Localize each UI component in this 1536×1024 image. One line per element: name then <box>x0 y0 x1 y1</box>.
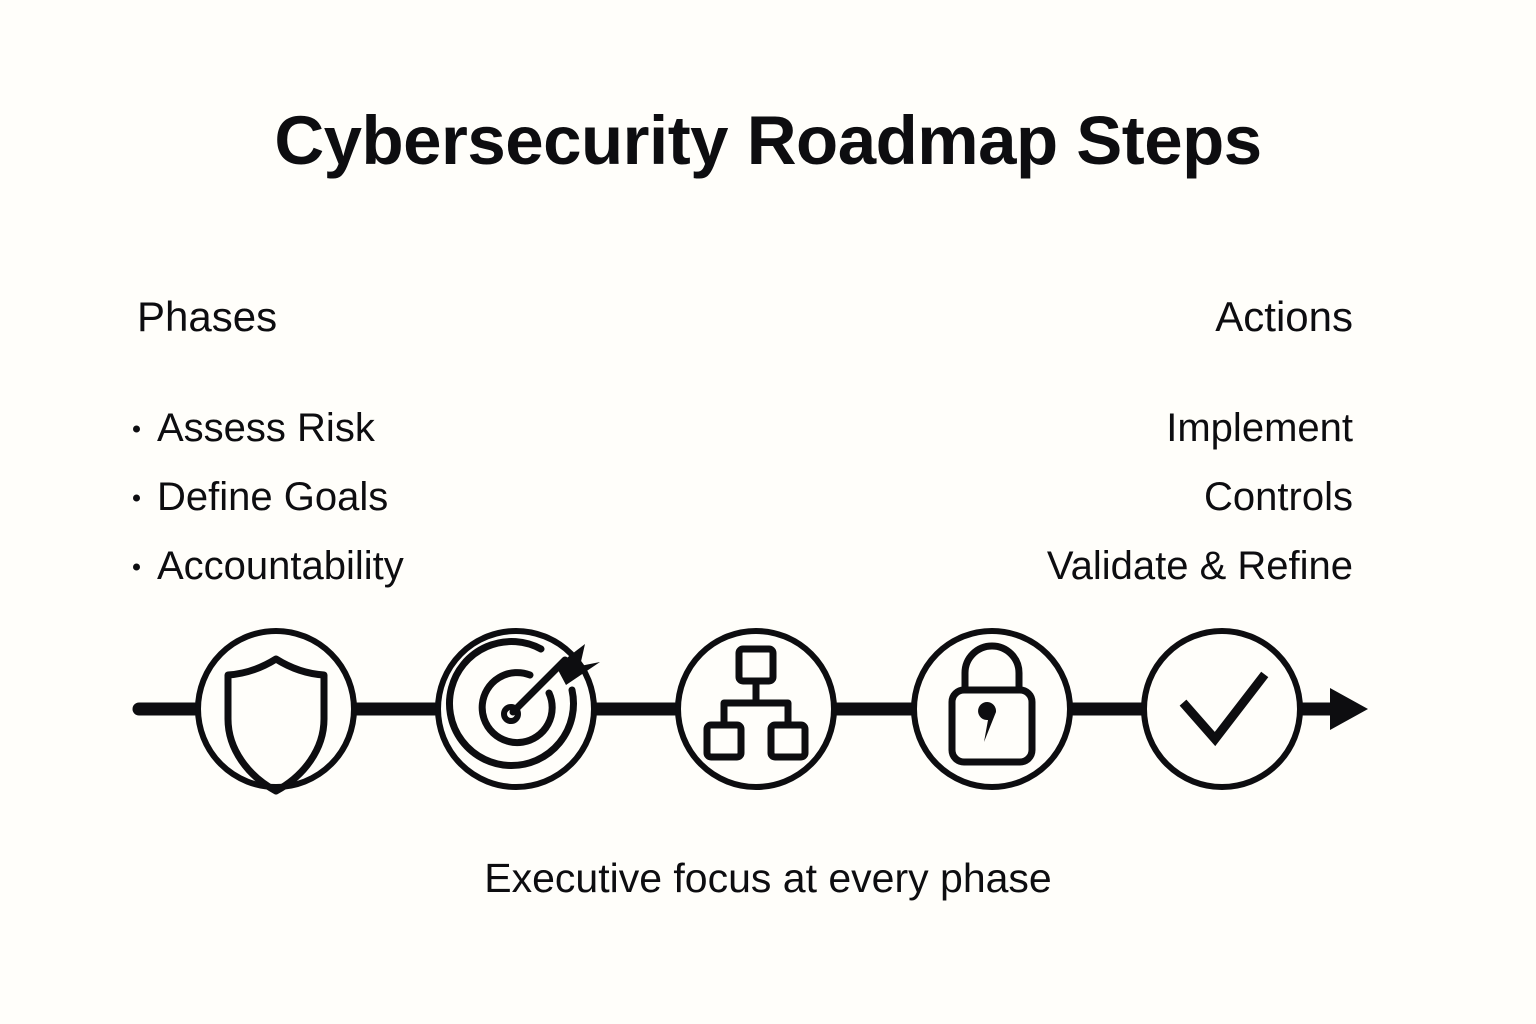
bullet-dot-icon <box>133 563 140 570</box>
roadmap-timeline <box>0 600 1536 830</box>
hierarchy-icon <box>703 645 809 761</box>
phases-column: Phases Assess Risk Define Goals Accounta… <box>133 296 404 601</box>
actions-list: Implement Controls Validate & Refine <box>1047 394 1353 601</box>
target-center-dot <box>501 704 521 724</box>
timeline-step-5[interactable] <box>1141 628 1303 790</box>
step-circle <box>1141 628 1303 790</box>
timeline-step-1[interactable] <box>195 628 357 795</box>
shield-icon <box>224 655 328 795</box>
list-item: Validate & Refine <box>1047 532 1353 601</box>
actions-heading: Actions <box>1215 293 1353 340</box>
timeline-step-2[interactable] <box>435 628 600 790</box>
arrow-right-icon <box>1330 688 1368 730</box>
timeline-graphic <box>132 628 1368 795</box>
padlock-keyhole-icon <box>978 702 997 742</box>
list-item-label: Validate & Refine <box>1046 544 1353 588</box>
target-dart-shaft <box>509 656 569 716</box>
list-item-label: Assess Risk <box>157 406 375 450</box>
phases-list: Assess Risk Define Goals Accountability <box>133 394 404 601</box>
list-item-label: Implement <box>1166 406 1353 450</box>
timeline-step-4[interactable] <box>911 628 1073 790</box>
timeline-step-3[interactable] <box>675 628 837 790</box>
step-circle <box>195 628 357 790</box>
padlock-icon <box>948 642 1036 766</box>
list-item-label: Controls <box>1204 475 1353 519</box>
checkmark-icon <box>1179 671 1269 747</box>
phases-heading: Phases <box>137 293 278 340</box>
target-dart-head <box>558 644 600 685</box>
list-item: Controls <box>1047 463 1353 532</box>
actions-column: Actions Implement Controls Validate & Re… <box>1047 296 1353 601</box>
list-item: Assess Risk <box>133 394 404 463</box>
page-title: Cybersecurity Roadmap Steps <box>274 102 1262 179</box>
timeline-caption: Executive focus at every phase <box>484 855 1052 901</box>
list-item-label: Accountability <box>157 544 404 588</box>
target-arrow-icon <box>446 638 577 770</box>
list-item: Accountability <box>133 532 404 601</box>
bullet-dot-icon <box>133 494 140 501</box>
step-circle <box>675 628 837 790</box>
list-item: Implement <box>1047 394 1353 463</box>
list-item: Define Goals <box>133 463 404 532</box>
list-item-label: Define Goals <box>157 475 389 519</box>
bullet-dot-icon <box>133 425 140 432</box>
